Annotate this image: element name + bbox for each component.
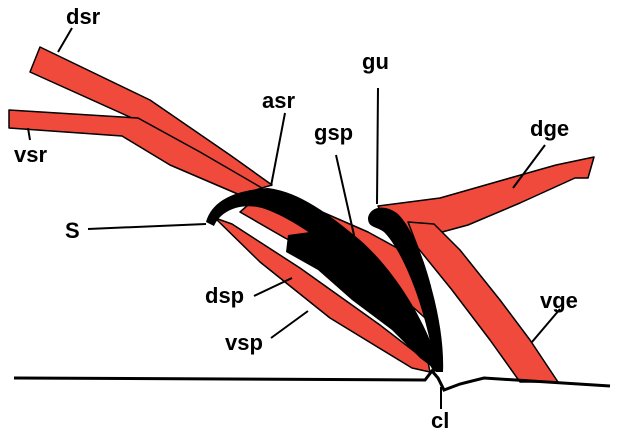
gsp-label: gsp <box>314 120 353 145</box>
gu-label: gu <box>362 49 389 74</box>
asr-leader <box>271 113 285 186</box>
vge-label: vge <box>540 288 578 313</box>
dsr-leader <box>58 28 72 52</box>
vge-leader <box>532 309 560 342</box>
vsp-leader <box>271 311 308 338</box>
dsr-label: dsr <box>66 4 101 29</box>
dsp-leader <box>254 278 292 296</box>
s-label: S <box>65 218 80 243</box>
cl-label: cl <box>431 408 449 433</box>
gu-leader <box>377 88 378 204</box>
vsp-label: vsp <box>225 330 263 355</box>
dge-label: dge <box>530 116 569 141</box>
vsr-label: vsr <box>14 142 47 167</box>
s-leader <box>88 224 206 229</box>
asr-label: asr <box>262 88 295 113</box>
dsp-label: dsp <box>205 283 244 308</box>
